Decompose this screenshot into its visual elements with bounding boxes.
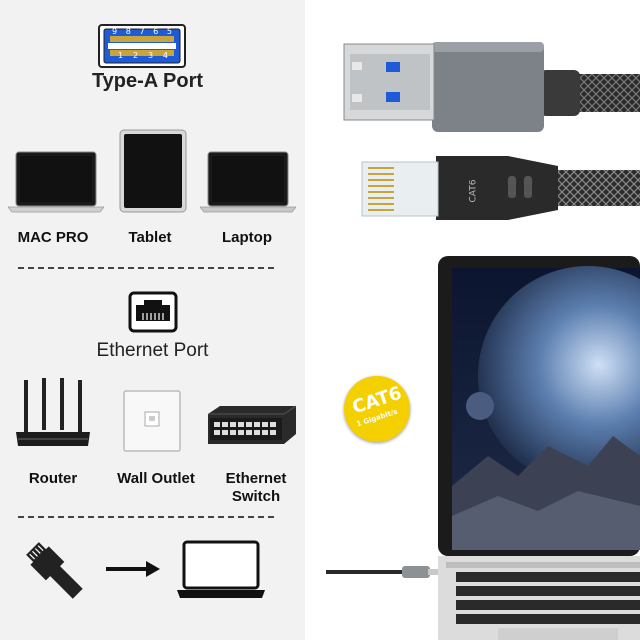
connector-cat6-print: CAT6 [468, 179, 479, 203]
laptop-icon [200, 150, 296, 214]
pin-number: 6 [153, 27, 159, 36]
usb-type-a-port-icon [98, 24, 186, 68]
usb-a-plug-cable [340, 30, 640, 140]
ethernet-port-icon [128, 291, 178, 333]
device-label-ethernet-switch: Ethernet Switch [225, 470, 287, 505]
usb-pin-numbers-bottom: 1 2 3 4 [118, 51, 168, 60]
cat6-badge: CAT6 1 Gigabit/s [344, 376, 410, 442]
device-label-laptop: Laptop [222, 229, 272, 246]
pin-number: 4 [162, 51, 168, 60]
wall-outlet-icon [123, 390, 181, 452]
device-label-tablet: Tablet [128, 229, 172, 246]
usb-pin-numbers-top: 9 8 7 6 5 [112, 27, 172, 36]
usb-c-cable-into-laptop [326, 564, 438, 580]
pin-number: 8 [125, 27, 131, 36]
device-label-router: Router [28, 470, 78, 487]
arrow-right-icon [104, 560, 162, 578]
ethernet-port-title: Ethernet Port [96, 340, 209, 361]
device-label-mac-pro: MAC PRO [17, 229, 89, 246]
pin-number: 1 [118, 51, 124, 60]
macbook-icon [8, 150, 104, 214]
pin-number: 3 [147, 51, 154, 60]
section-divider [18, 516, 274, 518]
laptop-outline-icon [176, 540, 266, 600]
router-icon [12, 376, 94, 450]
device-label-wall-outlet: Wall Outlet [117, 470, 195, 487]
pin-number: 7 [139, 27, 145, 36]
laptop-product-photo [438, 256, 640, 640]
rj45-plug-icon [20, 536, 86, 602]
pin-number: 5 [166, 27, 172, 36]
ethernet-switch-icon [206, 404, 298, 446]
tablet-icon [118, 128, 188, 214]
type-a-port-title: Type-A Port [91, 70, 204, 92]
section-divider [18, 267, 274, 269]
rj45-plug-cable [358, 148, 640, 228]
pin-number: 2 [132, 51, 139, 60]
pin-number: 9 [112, 27, 118, 36]
